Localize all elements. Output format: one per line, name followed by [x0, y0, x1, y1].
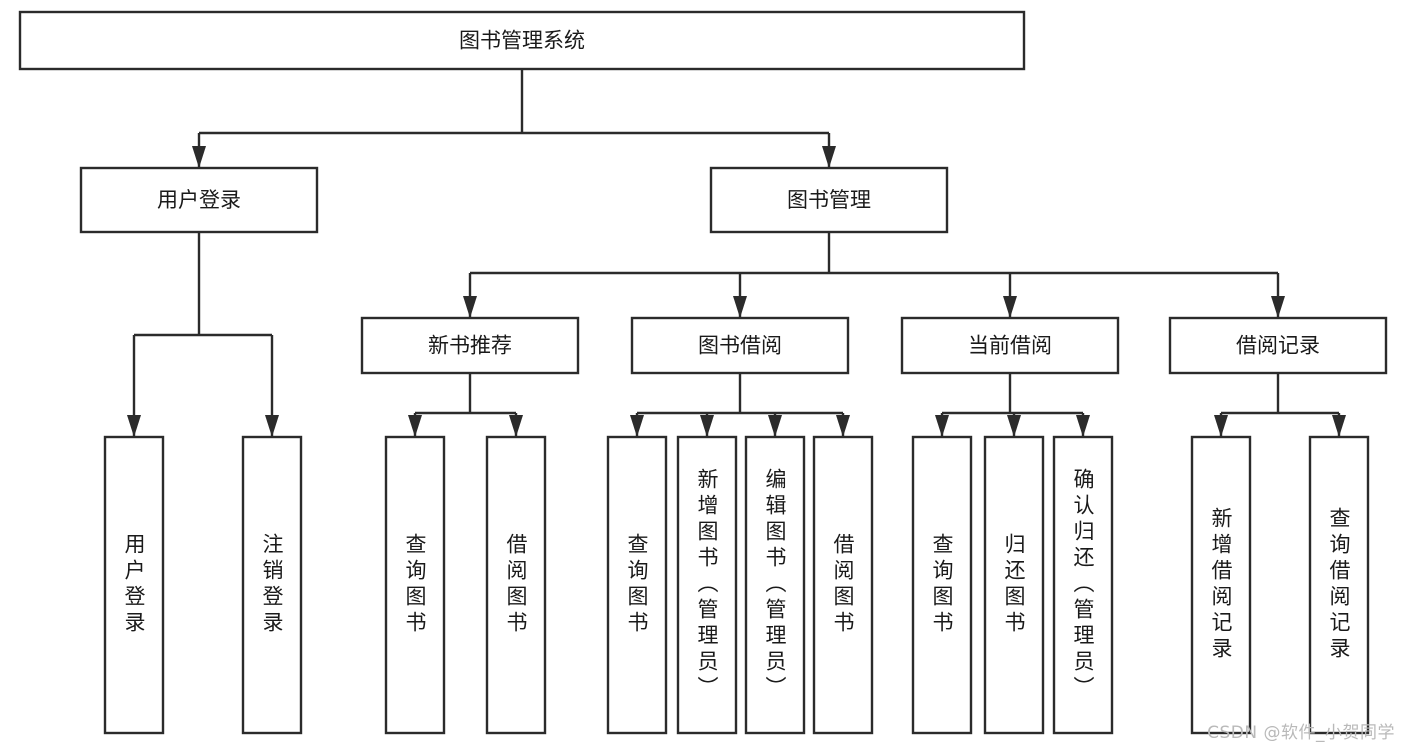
node-box-leaf-query-book-borrow[interactable]	[606, 435, 668, 735]
node-box-leaf-user-login[interactable]	[103, 435, 165, 735]
arrow-head-icon-book-management	[822, 146, 836, 168]
node-box-borrow-record[interactable]	[1168, 316, 1388, 375]
node-box-book-management[interactable]	[709, 166, 949, 234]
node-box-leaf-add-borrow-record[interactable]	[1190, 435, 1252, 735]
node-box-root[interactable]	[18, 10, 1026, 71]
arrow-head-icon-new-book-recommend	[463, 296, 477, 318]
csdn-watermark: CSDN @软件_小贺同学	[1207, 723, 1395, 743]
node-box-current-borrow[interactable]	[900, 316, 1120, 375]
arrow-head-icon-leaf-borrow-book	[836, 415, 850, 437]
node-box-leaf-borrow-book-rec[interactable]	[485, 435, 547, 735]
node-box-user-login[interactable]	[79, 166, 319, 234]
node-box-book-borrow[interactable]	[630, 316, 850, 375]
arrow-head-icon-leaf-query-book-rec	[408, 415, 422, 437]
node-label-new-book-recommend: 新书推荐	[428, 334, 512, 358]
node-box-leaf-query-book-rec[interactable]	[384, 435, 446, 735]
arrow-head-icon-user-login	[192, 146, 206, 168]
arrow-head-icon-borrow-record	[1271, 296, 1285, 318]
arrow-head-icon-leaf-confirm-return-admin	[1076, 415, 1090, 437]
arrow-head-icon-leaf-borrow-book-rec	[509, 415, 523, 437]
arrow-head-icon-leaf-query-borrow-record	[1332, 415, 1346, 437]
node-box-new-book-recommend[interactable]	[360, 316, 580, 375]
connector-lines	[127, 69, 1346, 437]
node-boxes	[18, 10, 1388, 735]
node-box-leaf-confirm-return-admin[interactable]	[1052, 435, 1114, 735]
node-label-book-management: 图书管理	[787, 188, 871, 212]
node-box-leaf-borrow-book[interactable]	[812, 435, 874, 735]
arrow-head-icon-leaf-user-login	[127, 415, 141, 437]
node-box-leaf-query-borrow-record[interactable]	[1308, 435, 1370, 735]
node-box-leaf-add-book-admin[interactable]	[676, 435, 738, 735]
node-label-current-borrow: 当前借阅	[968, 334, 1052, 358]
arrow-head-icon-leaf-return-book	[1007, 415, 1021, 437]
arrow-head-icon-leaf-query-book-current	[935, 415, 949, 437]
node-label-root: 图书管理系统	[459, 29, 585, 53]
arrow-head-icon-current-borrow	[1003, 296, 1017, 318]
node-box-leaf-user-logout[interactable]	[241, 435, 303, 735]
arrow-head-icon-leaf-user-logout	[265, 415, 279, 437]
node-box-leaf-return-book[interactable]	[983, 435, 1045, 735]
arrow-head-icon-leaf-query-book-borrow	[630, 415, 644, 437]
node-label-user-login: 用户登录	[157, 188, 241, 212]
node-box-leaf-edit-book-admin[interactable]	[744, 435, 806, 735]
arrow-head-icon-leaf-add-borrow-record	[1214, 415, 1228, 437]
node-label-borrow-record: 借阅记录	[1236, 334, 1320, 358]
arrow-head-icon-leaf-edit-book-admin	[768, 415, 782, 437]
node-box-leaf-query-book-current[interactable]	[911, 435, 973, 735]
arrow-head-icon-book-borrow	[733, 296, 747, 318]
arrow-head-icon-leaf-add-book-admin	[700, 415, 714, 437]
node-label-book-borrow: 图书借阅	[698, 334, 782, 358]
